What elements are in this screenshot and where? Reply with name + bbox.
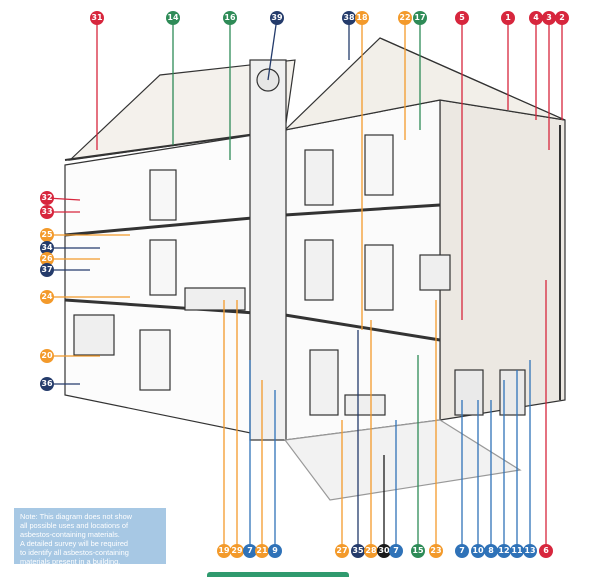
- note-line: materials present in a building.: [20, 557, 160, 566]
- marker-badge: 24: [40, 290, 54, 304]
- marker-badge: 4: [529, 11, 543, 25]
- marker-badge: 35: [351, 544, 365, 558]
- storage-heater: [345, 395, 385, 415]
- fuse-box: [420, 255, 450, 290]
- marker-badge: 2: [555, 11, 569, 25]
- note-line: asbestos-containing materials.: [20, 530, 160, 539]
- marker-badge: 1: [501, 11, 515, 25]
- lift-door: [305, 150, 333, 205]
- marker-badge: 29: [230, 544, 244, 558]
- door: [150, 170, 176, 220]
- marker-badge: 39: [270, 11, 284, 25]
- marker-badge: 12: [497, 544, 511, 558]
- marker-badge: 23: [429, 544, 443, 558]
- marker-badge: 15: [411, 544, 425, 558]
- marker-badge: 21: [255, 544, 269, 558]
- note-line: all possible uses and locations of: [20, 521, 160, 530]
- marker-badge: 31: [90, 11, 104, 25]
- lift-door: [310, 350, 338, 415]
- marker-badge: 7: [455, 544, 469, 558]
- lift-door: [305, 240, 333, 300]
- marker-badge: 19: [217, 544, 231, 558]
- door: [365, 245, 393, 310]
- door: [140, 330, 170, 390]
- note-line: to identify all asbestos-containing: [20, 548, 160, 557]
- marker-badge: 14: [166, 11, 180, 25]
- marker-badge: 20: [40, 349, 54, 363]
- marker-badge: 8: [484, 544, 498, 558]
- marker-badge: 10: [471, 544, 485, 558]
- marker-badge: 28: [364, 544, 378, 558]
- marker-badge: 6: [539, 544, 553, 558]
- radiator: [74, 315, 114, 355]
- marker-badge: 33: [40, 205, 54, 219]
- note-line: A detailed survey will be required: [20, 539, 160, 548]
- marker-badge: 18: [355, 11, 369, 25]
- marker-badge: 22: [398, 11, 412, 25]
- water-tank: [455, 370, 483, 415]
- marker-badge: 17: [413, 11, 427, 25]
- note-line: Note: This diagram does not show: [20, 512, 160, 521]
- marker-badge: 38: [342, 11, 356, 25]
- bath: [185, 288, 245, 310]
- marker-badge: 11: [510, 544, 524, 558]
- marker-badge: 5: [455, 11, 469, 25]
- footer-bar: [207, 572, 349, 577]
- marker-badge: 16: [223, 11, 237, 25]
- chimney: [250, 60, 286, 440]
- marker-badge: 9: [268, 544, 282, 558]
- door: [150, 240, 176, 295]
- building-illustration: [65, 38, 565, 500]
- marker-badge: 25: [40, 228, 54, 242]
- marker-badge: 3: [542, 11, 556, 25]
- marker-badge: 37: [40, 263, 54, 277]
- marker-badge: 27: [335, 544, 349, 558]
- note-box: Note: This diagram does not show all pos…: [14, 508, 166, 564]
- marker-badge: 36: [40, 377, 54, 391]
- marker-badge: 7: [389, 544, 403, 558]
- marker-badge: 13: [523, 544, 537, 558]
- door: [365, 135, 393, 195]
- marker-badge: 32: [40, 191, 54, 205]
